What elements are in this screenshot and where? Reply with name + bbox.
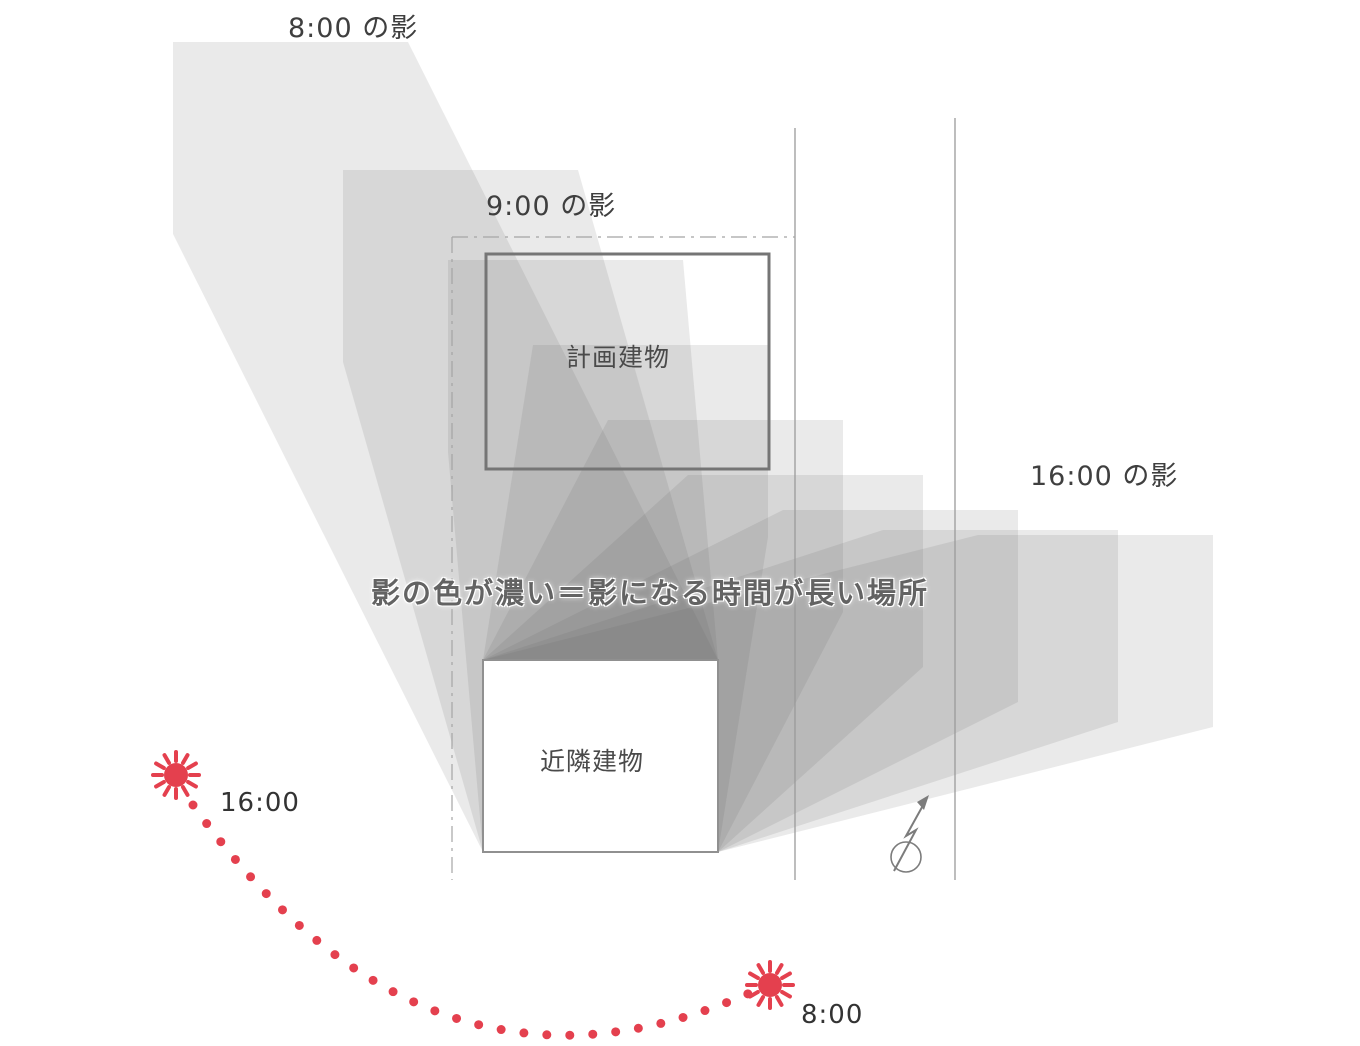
north-arrow-icon: [890, 795, 929, 873]
label-shadow-8am: 8:00 の影: [288, 13, 419, 44]
planned-building-outline: [484, 252, 771, 471]
sun-icon-16:00: [151, 750, 201, 800]
shadow-polygon-8:00: [173, 42, 718, 852]
sun-icon-8:00: [745, 960, 795, 1010]
caption-shadow-density: 影の色が濃い＝影になる時間が長い場所: [371, 576, 930, 610]
label-shadow-9am: 9:00 の影: [486, 191, 617, 222]
label-sun-time-16: 16:00: [220, 788, 300, 818]
label-sun-time-8: 8:00: [801, 1000, 864, 1030]
label-neighbor-building: 近隣建物: [540, 747, 645, 776]
label-planned-building: 計画建物: [566, 343, 671, 372]
sun-icons-layer: [151, 750, 795, 1010]
sun-path-arc: [188, 800, 757, 1040]
label-shadow-4pm: 16:00 の影: [1030, 461, 1179, 492]
neighbor-building-outline: [482, 659, 719, 853]
